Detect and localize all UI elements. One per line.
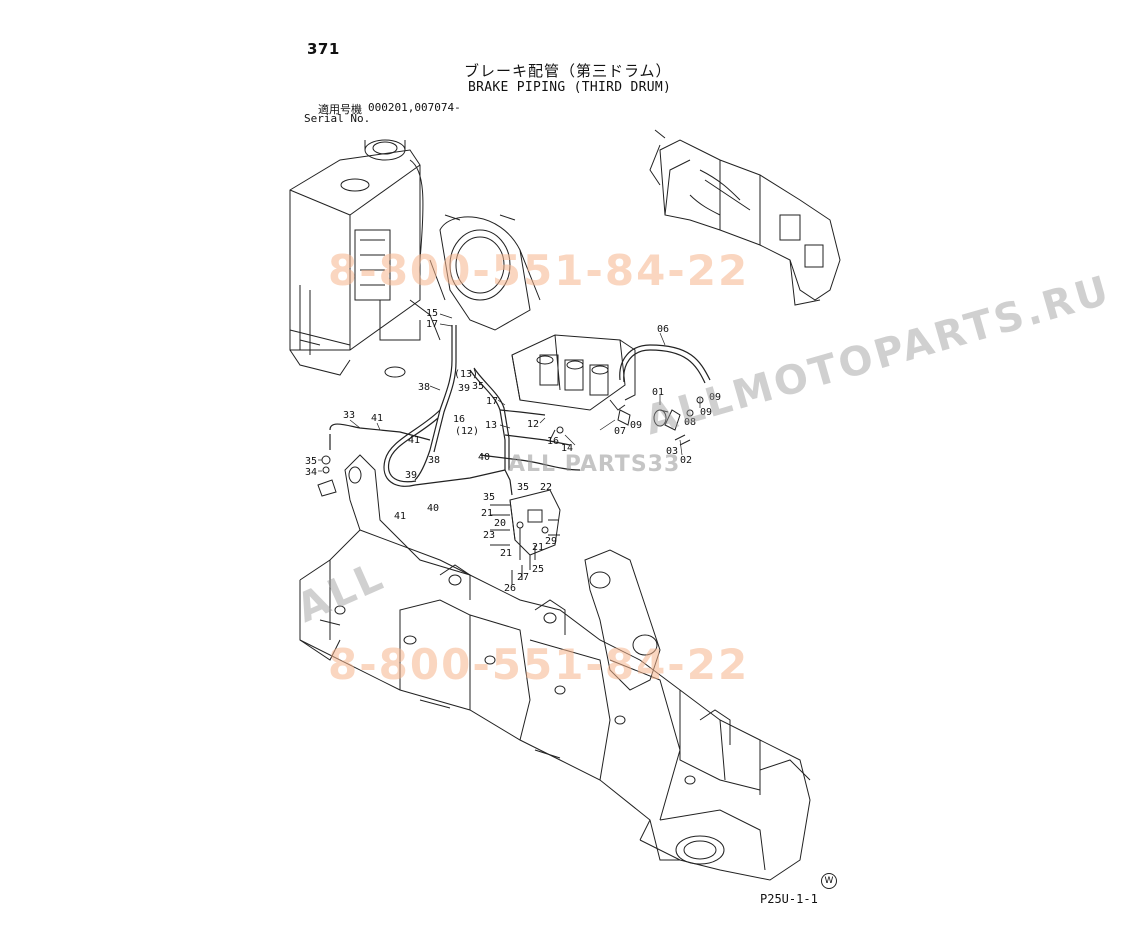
callout-22: 22: [540, 482, 552, 493]
page-code: P25U-1-1: [760, 892, 818, 906]
callout-01: 01: [652, 387, 664, 398]
page-number: 371: [307, 40, 340, 58]
serial-label-english: Serial No.: [304, 112, 371, 125]
callout-15: 15: [426, 308, 438, 319]
callout-26: 26: [504, 583, 516, 594]
callout-40b: 40: [427, 503, 439, 514]
callout-06: 06: [657, 324, 669, 335]
callout-13: 13: [485, 420, 497, 431]
callout-09c: 09: [709, 392, 721, 403]
callout-23: 23: [483, 530, 495, 541]
callout-16b: 16: [547, 436, 559, 447]
callout-21c: 21: [532, 542, 544, 553]
callout-20: 20: [494, 518, 506, 529]
callout-08: 08: [684, 417, 696, 428]
valve-bracket: [490, 489, 561, 585]
hydraulic-tank: [289, 139, 441, 378]
callout-13-paren: (13): [454, 369, 478, 380]
callout-39: 39: [458, 383, 470, 394]
main-frame: [299, 454, 811, 881]
callout-39b: 39: [405, 470, 417, 481]
callout-33: 33: [343, 410, 355, 421]
callout-38: 38: [418, 382, 430, 393]
callout-35c: 35: [483, 492, 495, 503]
callout-09: 09: [630, 420, 642, 431]
callout-27: 27: [517, 572, 529, 583]
callout-09b: 09: [700, 407, 712, 418]
title-japanese: ブレーキ配管（第三ドラム）: [464, 62, 672, 80]
callout-29: 29: [545, 536, 557, 547]
callout-41c: 41: [394, 511, 406, 522]
callout-41: 41: [371, 413, 383, 424]
serial-value: 000201,007074-: [368, 101, 461, 114]
callout-25: 25: [532, 564, 544, 575]
callout-17b: 17: [486, 396, 498, 407]
title-english: BRAKE PIPING (THIRD DRUM): [468, 80, 672, 95]
callout-35: 35: [472, 381, 484, 392]
callout-17: 17: [426, 319, 438, 330]
callout-03: 03: [666, 446, 678, 457]
callout-35b: 35: [305, 456, 317, 467]
detail-frame: [649, 129, 841, 306]
callout-07: 07: [614, 426, 626, 437]
callout-16: 16: [453, 414, 465, 425]
callout-12: 12: [527, 419, 539, 430]
pump-assembly: [511, 334, 636, 411]
w-mark: W: [821, 873, 837, 889]
callout-38b: 38: [428, 455, 440, 466]
callout-40: 40: [478, 452, 490, 463]
callout-35d: 35: [517, 482, 529, 493]
callout-34: 34: [305, 467, 317, 478]
serial-label-japanese: 適用号機: [318, 103, 362, 116]
callout-21b: 21: [500, 548, 512, 559]
callout-14: 14: [561, 443, 573, 454]
callout-12-paren: (12): [455, 426, 479, 437]
brake-piping: [329, 325, 711, 496]
callout-21: 21: [481, 508, 493, 519]
callout-41b: 41: [408, 435, 420, 446]
callout-02: 02: [680, 455, 692, 466]
drum-cover: [429, 214, 541, 331]
leader-lines: [318, 313, 701, 472]
callout-numbers: 15 17 38 39 35 (13) 16 (12) 17 13 12 16 …: [305, 308, 721, 594]
